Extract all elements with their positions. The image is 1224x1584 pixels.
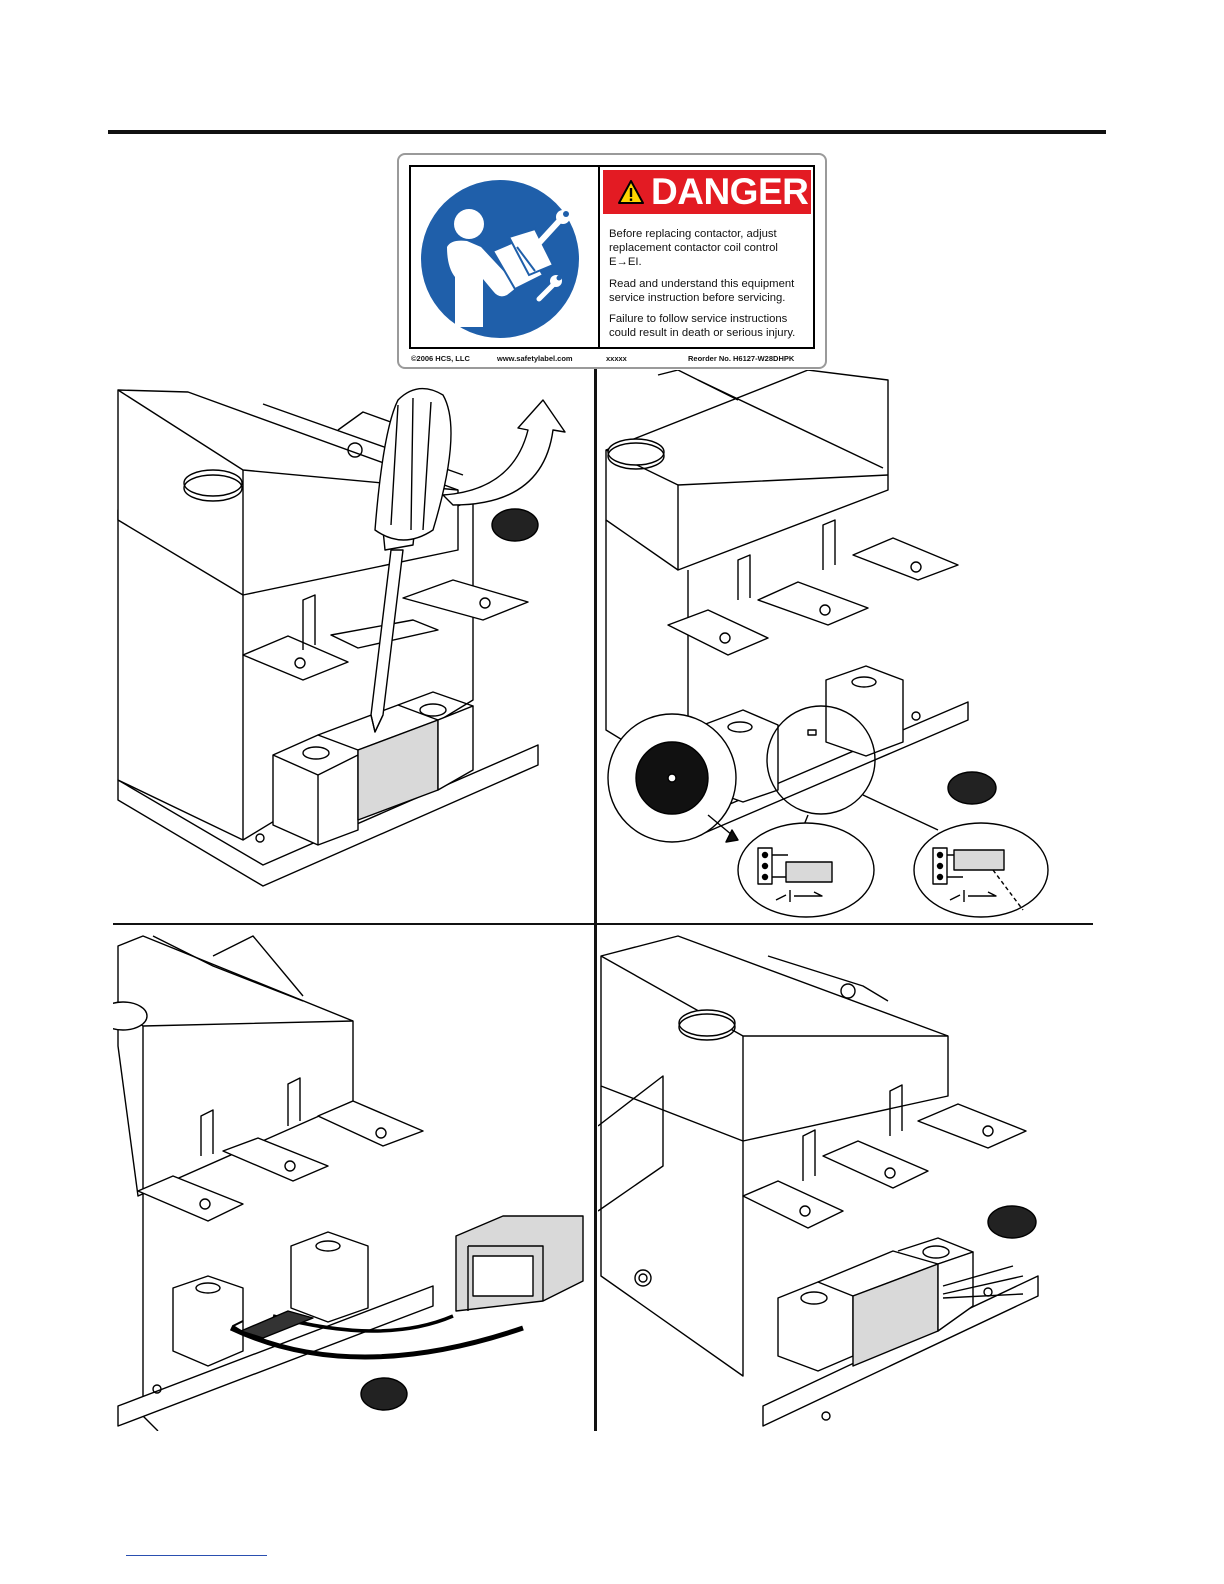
illustration-step-inspect-coil (598, 370, 1094, 922)
label-code: xxxxx (606, 354, 627, 363)
warning-triangle-icon (618, 180, 644, 204)
illustration-step-connect-cable (113, 926, 593, 1431)
illustration-step-remove-module (113, 370, 593, 922)
footer-rule (126, 1555, 267, 1556)
panel-divider-vertical (594, 369, 597, 1431)
panel-divider-horizontal (113, 923, 1093, 925)
label-text-area: DANGER Before replacing contactor, adjus… (600, 167, 813, 347)
header-rule (108, 130, 1106, 134)
label-message-2: Read and understand this equipment servi… (609, 278, 795, 304)
read-manual-icon (421, 180, 579, 338)
label-website: www.safetylabel.com (497, 354, 573, 363)
label-pictogram-area (411, 167, 600, 347)
danger-header: DANGER (603, 170, 811, 214)
danger-title: DANGER (651, 171, 809, 212)
illustration-step-installed (598, 926, 1094, 1431)
safety-label: DANGER Before replacing contactor, adjus… (397, 153, 827, 369)
label-message-3: Failure to follow service instructions c… (609, 313, 796, 339)
label-reorder: Reorder No. H6127-W28DHPK (688, 354, 795, 363)
label-copyright: ©2006 HCS, LLC (411, 354, 470, 363)
label-message-1: Before replacing contactor, adjust repla… (609, 228, 778, 268)
label-footer: ©2006 HCS, LLC www.safetylabel.com xxxxx… (409, 352, 815, 366)
label-inner: DANGER Before replacing contactor, adjus… (409, 165, 815, 349)
